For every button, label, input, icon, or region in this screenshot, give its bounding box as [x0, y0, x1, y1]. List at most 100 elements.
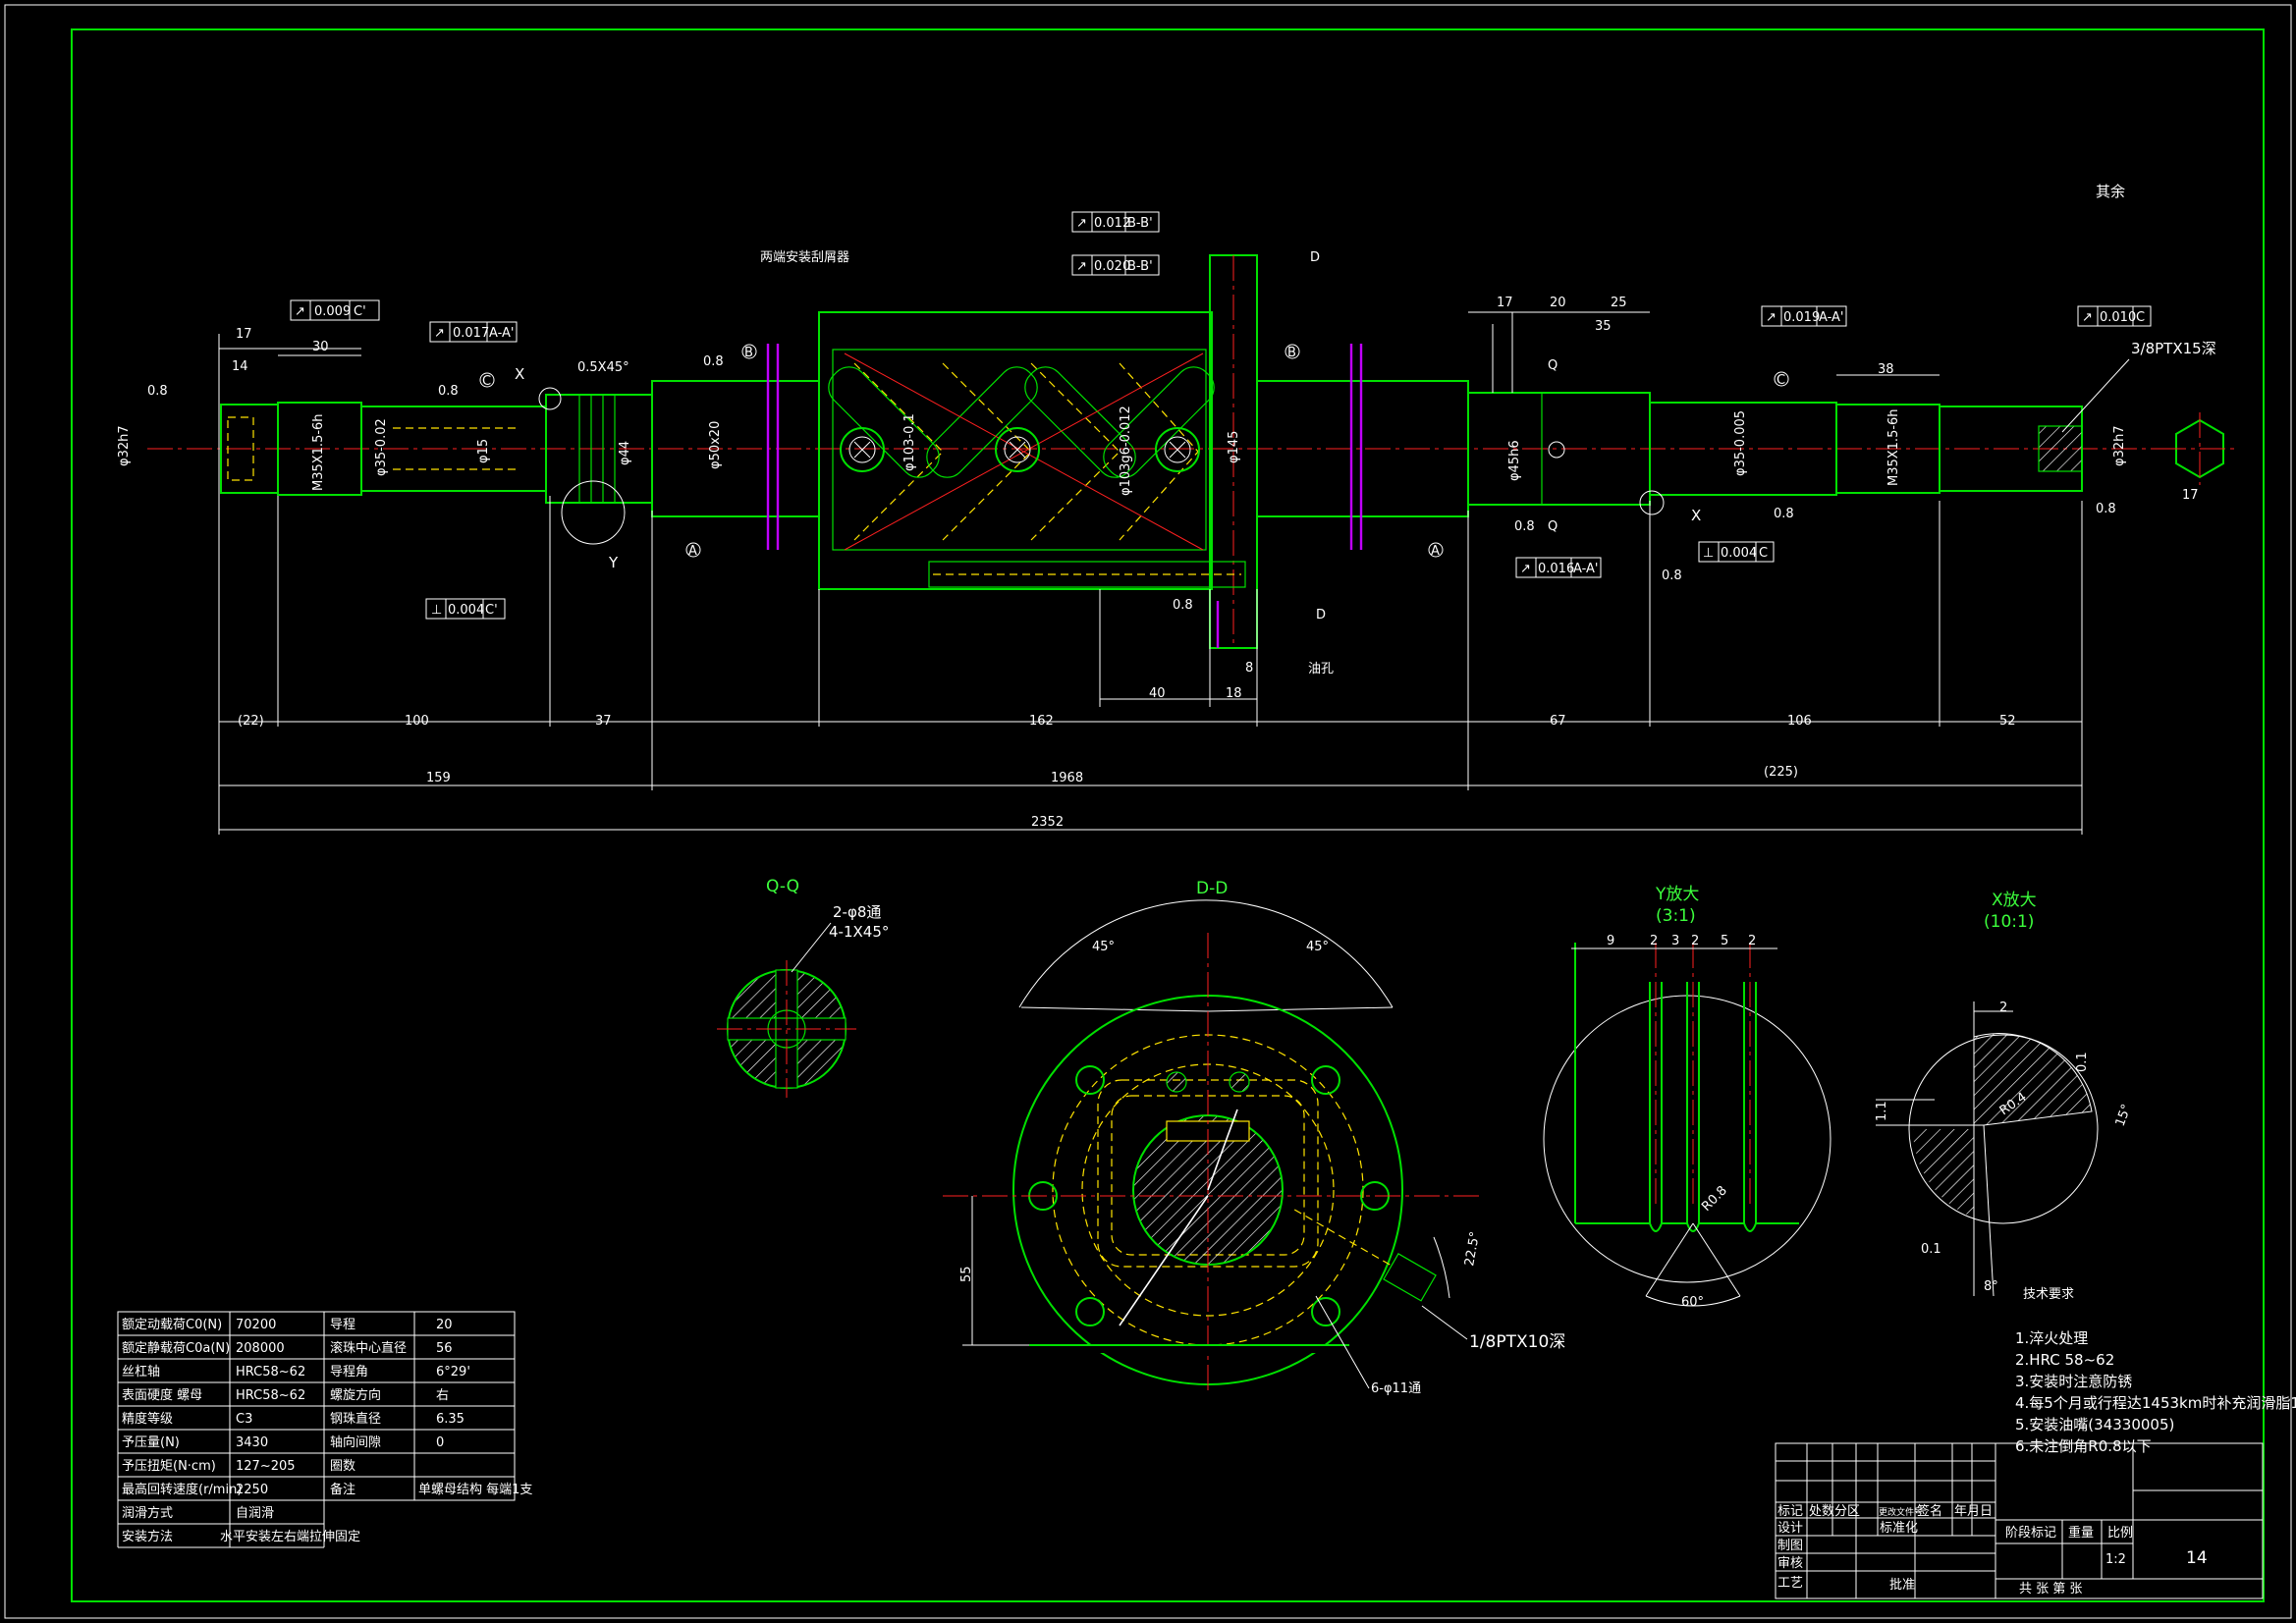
- holes-note: 6-φ11通: [1371, 1381, 1421, 1396]
- rough-2: 0.8: [438, 384, 459, 399]
- svg-text:C: C: [1759, 546, 1768, 561]
- svg-text:R0.8: R0.8: [1699, 1183, 1730, 1215]
- svg-text:↗: ↗: [2082, 310, 2093, 325]
- svg-text:20: 20: [436, 1318, 453, 1332]
- section-dd-title: D-D: [1196, 879, 1228, 898]
- dim-30: 30: [312, 340, 329, 354]
- svg-text:工艺: 工艺: [1777, 1576, 1803, 1591]
- dim-162: 162: [1029, 714, 1054, 729]
- dim-1968: 1968: [1051, 771, 1083, 785]
- thread-note-right: 3/8PTX15深: [2131, 340, 2216, 357]
- dim-67: 67: [1550, 714, 1566, 729]
- label-x-left: X: [515, 365, 524, 383]
- detail-y: 9 2 3 2 5 2 R0.8 60°: [1543, 934, 1831, 1310]
- svg-text:润滑方式: 润滑方式: [122, 1505, 173, 1521]
- spec-table: [117, 1311, 516, 1548]
- svg-text:A-A': A-A': [1573, 562, 1598, 576]
- tech-item: 3.安装时注意防锈: [2015, 1373, 2132, 1390]
- rough-7: 0.8: [2096, 502, 2116, 516]
- svg-text:比例: 比例: [2107, 1526, 2133, 1541]
- svg-text:0.016: 0.016: [1538, 562, 1574, 576]
- dim-17-right: 17: [1497, 296, 1513, 310]
- leader-qq: [791, 922, 832, 973]
- svg-text:↗: ↗: [1076, 259, 1087, 274]
- svg-text:127~205: 127~205: [236, 1459, 296, 1474]
- rough-4: 0.8: [1173, 598, 1193, 613]
- svg-text:2: 2: [1650, 934, 1658, 948]
- svg-text:C: C: [2136, 310, 2145, 325]
- svg-text:审核: 审核: [1777, 1556, 1803, 1571]
- svg-text:予压扭矩(N·cm): 予压扭矩(N·cm): [122, 1459, 216, 1474]
- svg-text:14: 14: [2186, 1548, 2208, 1568]
- svg-text:轴向间隙: 轴向间隙: [330, 1434, 381, 1450]
- hex-end-view: 17: [2160, 412, 2239, 503]
- svg-text:70200: 70200: [236, 1318, 276, 1332]
- tapped-hole-right: [2039, 426, 2082, 471]
- svg-text:HRC58~62: HRC58~62: [236, 1388, 305, 1403]
- svg-text:导程角: 导程角: [330, 1365, 368, 1380]
- svg-text:0.004: 0.004: [448, 603, 484, 618]
- detail-x-marker-right: [1639, 490, 1665, 515]
- svg-text:年月日: 年月日: [1954, 1504, 1993, 1519]
- svg-text:表面硬度 螺母: 表面硬度 螺母: [122, 1387, 202, 1403]
- dim-20: 20: [1550, 296, 1566, 310]
- svg-text:额定静载荷C0a(N): 额定静载荷C0a(N): [122, 1341, 230, 1356]
- svg-text:55: 55: [959, 1266, 974, 1282]
- datum-markers: C C A A B B D D Q Q: [479, 250, 1789, 622]
- svg-text:右: 右: [436, 1388, 449, 1403]
- svg-text:↗: ↗: [1766, 310, 1777, 325]
- qq-holes-note: 2-φ8通: [833, 903, 881, 921]
- svg-text:17: 17: [2182, 488, 2199, 503]
- svg-text:5: 5: [1721, 934, 1728, 948]
- dim-22: (22): [238, 714, 264, 729]
- svg-text:B: B: [1287, 346, 1296, 360]
- dia-103-g6: φ103g6-0.012: [1119, 406, 1133, 496]
- tech-item: 2.HRC 58~62: [2015, 1351, 2114, 1369]
- nut-note: 两端安装刮屑器: [760, 250, 849, 265]
- outer-border: [4, 4, 2292, 1619]
- svg-text:15°: 15°: [2113, 1103, 2135, 1129]
- svg-text:B-B': B-B': [1127, 216, 1153, 231]
- svg-text:B: B: [744, 346, 753, 360]
- svg-text:0.012: 0.012: [1094, 216, 1130, 231]
- leader-holes: [1315, 1295, 1370, 1389]
- section-dd: 55 45° 45° 22.5°: [943, 899, 1483, 1394]
- svg-text:C: C: [482, 374, 491, 389]
- detail-x: 2 1.1 15° R0.4 0.1 0.1 8°: [1875, 1001, 2135, 1297]
- svg-text:圈数: 圈数: [330, 1459, 355, 1474]
- svg-text:2: 2: [1999, 1001, 2007, 1015]
- svg-text:设计: 设计: [1777, 1521, 1803, 1536]
- hex-socket-left: [227, 416, 254, 481]
- svg-text:处数: 处数: [1809, 1504, 1834, 1519]
- detail-x-marker: [538, 387, 562, 410]
- svg-text:8°: 8°: [1984, 1279, 1998, 1294]
- svg-text:22.5°: 22.5°: [1462, 1230, 1483, 1268]
- dimension-lines: [218, 311, 2083, 835]
- svg-text:C': C': [485, 603, 498, 618]
- cross-hole: [1548, 441, 1565, 459]
- svg-text:HRC58~62: HRC58~62: [236, 1365, 305, 1380]
- svg-text:0.004: 0.004: [1721, 546, 1757, 561]
- svg-text:单螺母结构 每端1支: 单螺母结构 每端1支: [418, 1482, 532, 1497]
- dim-225: (225): [1764, 765, 1798, 780]
- rough-1: 0.8: [147, 384, 168, 399]
- svg-text:予压量(N): 予压量(N): [122, 1435, 180, 1450]
- tech-item: 1.淬火处理: [2015, 1329, 2088, 1347]
- ball-nut-inner: [832, 349, 1207, 551]
- view-x-title: X放大: [1992, 891, 2037, 910]
- svg-text:D: D: [1316, 608, 1326, 622]
- nut-screw-2: [995, 427, 1040, 472]
- dim-14: 14: [232, 359, 248, 374]
- dia-50: φ50x20: [708, 421, 723, 469]
- view-y-title: Y放大: [1655, 885, 1699, 904]
- svg-text:6.35: 6.35: [436, 1412, 465, 1427]
- svg-text:0.020: 0.020: [1094, 259, 1130, 274]
- svg-text:自润滑: 自润滑: [236, 1506, 274, 1521]
- dia-145: φ145: [1227, 431, 1241, 463]
